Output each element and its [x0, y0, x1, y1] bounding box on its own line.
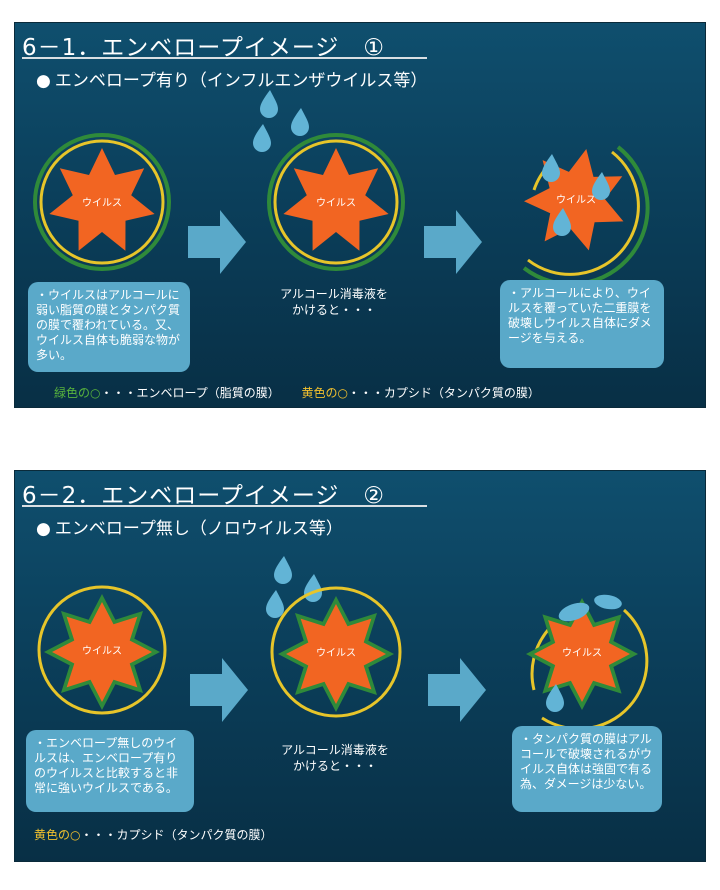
alcohol-droplets: [266, 556, 322, 618]
capsid-ring: [270, 586, 402, 718]
legend-green-term: 緑色の○: [54, 386, 101, 400]
slide-title: 6－2．エンベロープイメージ ②: [22, 483, 386, 509]
arrow-right-icon: [428, 658, 486, 722]
bullet-icon: ●: [36, 519, 51, 539]
envelope-ring: [267, 133, 405, 271]
bullet-icon: ●: [36, 71, 51, 91]
slide-subtitle: ●エンベロープ無し（ノロウイルス等）: [36, 514, 343, 539]
legend-yellow-desc: ・・・カプシド（タンパク質の膜）: [347, 386, 540, 400]
droplet-icon: [592, 172, 610, 200]
droplet-icon: [558, 602, 590, 622]
arrow-right-icon: [190, 658, 248, 722]
virus-star-icon: [286, 604, 386, 704]
alcohol-caption: アルコール消毒液を かけると・・・: [280, 287, 388, 317]
virus-star-icon: [534, 606, 630, 702]
virus-label: ウイルス: [82, 197, 122, 209]
droplet-icon: [304, 574, 322, 602]
broken-capsid-arc: [527, 150, 640, 276]
droplet-icon: [260, 90, 278, 118]
capsid-fragment: [530, 629, 550, 691]
alcohol-droplets: [253, 90, 309, 152]
arrow-right-icon: [188, 210, 246, 274]
virus-star-icon: [49, 148, 155, 251]
virus-label: ウイルス: [562, 647, 602, 659]
legend: 緑色の○・・・エンベロープ（脂質の膜） 黄色の○・・・カプシド（タンパク質の膜）: [54, 384, 540, 401]
droplet-icon: [546, 684, 564, 712]
capsid-ring: [39, 139, 165, 265]
info-box-left: ・ウイルスはアルコールに弱い脂質の膜とタンパク質の膜で覆われている。又、ウイルス…: [28, 282, 190, 372]
virus-damaged: ウイルス: [522, 145, 650, 287]
envelope-diagram: ウイルス ウイルス ウイルス: [33, 90, 650, 287]
info-box-right: ・タンパク質の膜はアルコールで破壊されるがウイルス自体は強固で有る為、ダメージは…: [512, 726, 662, 812]
droplet-icon: [274, 556, 292, 584]
envelope-ring: [33, 133, 171, 271]
slide-subtitle: ●エンベロープ有り（インフルエンザウイルス等）: [36, 66, 427, 91]
virus-resistant: ウイルス: [526, 594, 649, 731]
legend-yellow-term: 黄色の○: [301, 386, 348, 400]
title-underline: [22, 57, 427, 59]
droplet-icon: [542, 154, 560, 182]
legend-yellow-term: 黄色の○: [34, 828, 81, 842]
slide-envelope-2: 6－2．エンベロープイメージ ② ●エンベロープ無し（ノロウイルス等） ウイルス…: [14, 470, 706, 862]
virus-label: ウイルス: [316, 197, 356, 209]
legend: 黄色の○・・・カプシド（タンパク質の膜）: [34, 826, 273, 843]
legend-yellow-desc: ・・・カプシド（タンパク質の膜）: [80, 828, 273, 842]
virus-before-damage: ウイルス: [270, 586, 402, 718]
slide-title: 6－1．エンベロープイメージ ①: [22, 35, 386, 61]
title-underline: [22, 505, 427, 507]
virus-star-icon: [283, 148, 389, 251]
subtitle-text: エンベロープ有り（インフルエンザウイルス等）: [54, 71, 428, 91]
virus-label: ウイルス: [316, 647, 356, 659]
virus-before-damage: ウイルス: [267, 133, 405, 271]
droplet-icon: [266, 590, 284, 618]
info-box-left: ・エンベロープ無しのウイルスは、エンベロープ有りのウイルスと比較すると非常に強い…: [26, 730, 194, 812]
alcohol-caption: アルコール消毒液を かけると・・・: [281, 743, 389, 773]
virus-label: ウイルス: [82, 645, 122, 657]
capsid-ring: [37, 585, 167, 715]
virus-intact: ウイルス: [33, 133, 171, 271]
droplet-icon: [253, 124, 271, 152]
arrow-right-icon: [424, 210, 482, 274]
capsid-ring: [273, 139, 399, 265]
droplet-icon: [594, 594, 622, 610]
info-box-right: ・アルコールにより、ウイルスを覆っていた二重膜を破壊しウイルス自体にダメージを与…: [500, 280, 664, 368]
slide-envelope-1: 6－1．エンベロープイメージ ① ●エンベロープ有り（インフルエンザウイルス等）…: [14, 22, 706, 408]
non-envelope-diagram: ウイルス ウイルス ウイルス: [37, 556, 649, 731]
subtitle-text: エンベロープ無し（ノロウイルス等）: [54, 519, 343, 539]
droplet-icon: [291, 108, 309, 136]
virus-intact: ウイルス: [37, 585, 167, 715]
legend-green-desc: ・・・エンベロープ（脂質の膜）: [100, 386, 280, 400]
droplet-icon: [553, 208, 571, 236]
virus-label: ウイルス: [556, 194, 596, 206]
virus-star-icon: [52, 602, 152, 702]
